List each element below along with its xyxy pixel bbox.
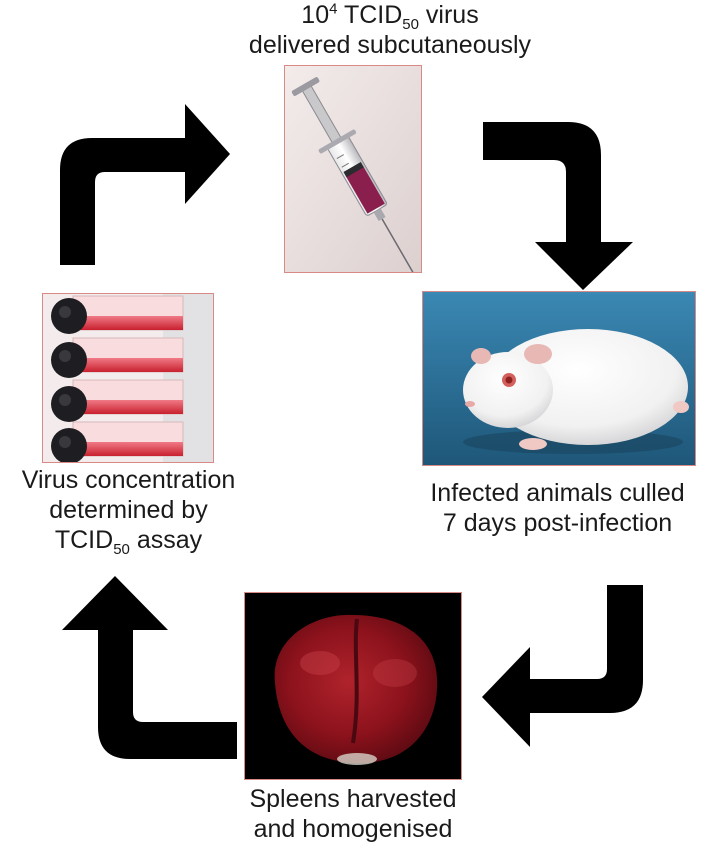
arrow-to-infection xyxy=(483,122,633,290)
assay-label-line3: TCID50 assay xyxy=(54,526,203,558)
arrow-to-assay xyxy=(62,576,237,759)
infection-label: Infected animals culled 7 days post-infe… xyxy=(410,478,705,538)
guinea-pig-photo xyxy=(422,291,696,466)
infection-label-line2: 7 days post-infection xyxy=(442,509,673,537)
injection-label-line1: 104 TCID50 virus xyxy=(301,0,479,33)
harvest-label-line2: and homogenised xyxy=(253,815,453,843)
infection-label-line1: Infected animals culled xyxy=(430,479,685,507)
syringe-icon xyxy=(285,66,421,272)
arrow-to-injection xyxy=(60,104,230,265)
spleen-icon xyxy=(245,593,461,779)
spleen-photo xyxy=(244,592,462,780)
culture-flasks-photo xyxy=(42,293,214,463)
syringe-photo xyxy=(284,65,422,273)
arrow-to-harvest xyxy=(482,585,643,747)
assay-label-line2: determined by xyxy=(49,496,208,524)
injection-label-line2: delivered subcutaneously xyxy=(248,31,532,59)
assay-label-line1: Virus concentration xyxy=(21,466,236,494)
harvest-label: Spleens harvested and homogenised xyxy=(223,784,483,844)
culture-flask-icon xyxy=(43,294,213,462)
guinea-pig-icon xyxy=(423,292,695,465)
injection-label: 104 TCID50 virus delivered subcutaneousl… xyxy=(225,0,555,60)
harvest-label-line1: Spleens harvested xyxy=(249,785,457,813)
assay-label: Virus concentration determined by TCID50… xyxy=(0,465,257,558)
